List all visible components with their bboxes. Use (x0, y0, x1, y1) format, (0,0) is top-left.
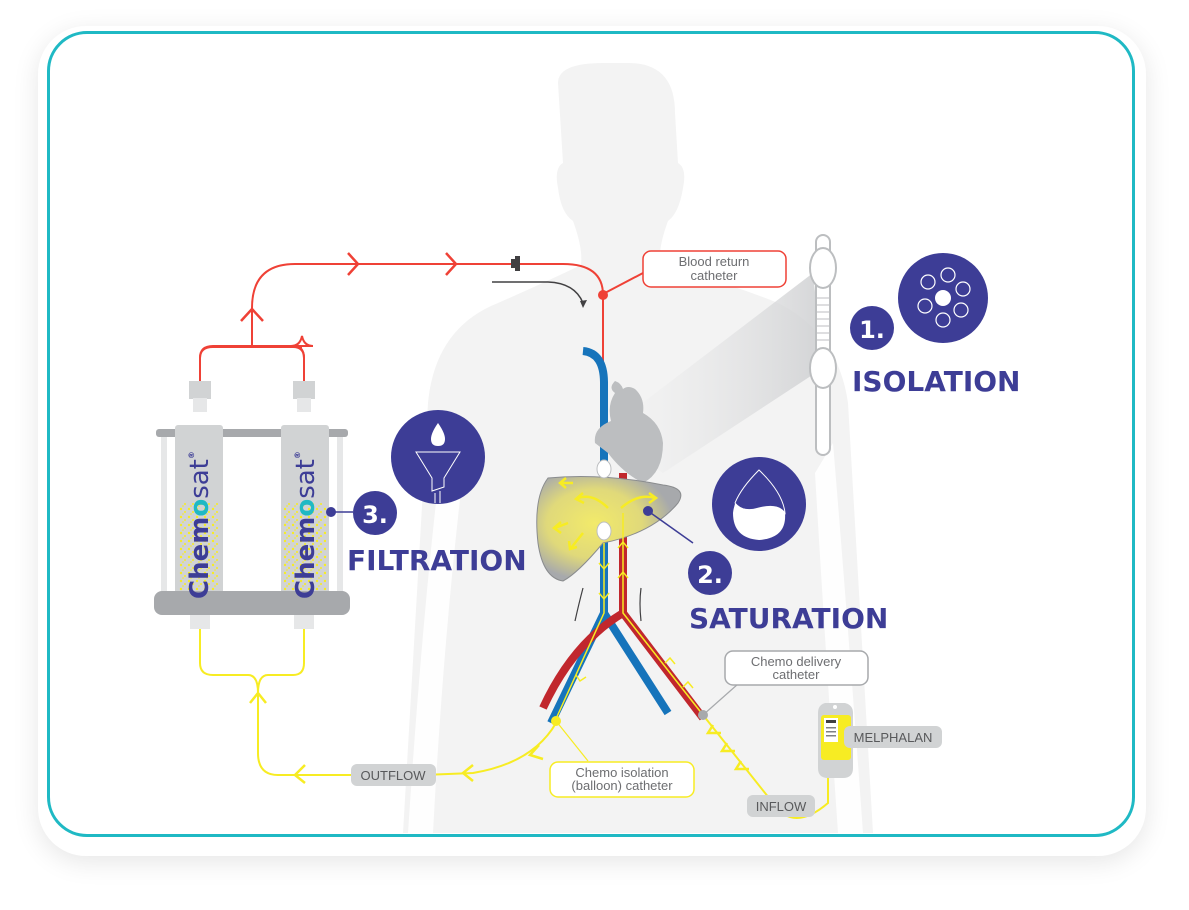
clamp-icon (511, 259, 518, 268)
heart-icon (594, 381, 663, 483)
flow-arrow-left (574, 587, 584, 622)
step-number: 3. (362, 501, 388, 529)
outflow-line (199, 628, 557, 784)
chemosat-logo-left: Chemosat® (185, 451, 215, 599)
step-number-badge (688, 551, 732, 595)
funnel-drop-icon (391, 410, 485, 504)
isolation-beam (603, 273, 823, 473)
blood-return-line (199, 252, 644, 563)
chemo-flow-lines (554, 513, 704, 722)
callout-text: (balloon) catheter (571, 778, 673, 793)
svg-text:Chemosat®: Chemosat® (185, 451, 215, 599)
callout-chemo-delivery: Chemo delivery catheter (724, 650, 869, 686)
tag-text: MELPHALAN (854, 730, 933, 745)
tag-outflow: OUTFLOW (351, 764, 436, 786)
tag-inflow: INFLOW (747, 795, 815, 817)
tag-melphalan: MELPHALAN (844, 726, 942, 748)
svg-text:Chemosat®: Chemosat® (291, 451, 321, 599)
balloon-catheter-illustration (809, 234, 837, 456)
flow-arrow (492, 281, 584, 304)
step-saturation: 2. SATURATION (643, 457, 888, 635)
balloon-upper (596, 459, 612, 479)
step-filtration: 3. FILTRATION (326, 410, 527, 577)
step-isolation: 1. ISOLATION (850, 253, 1020, 398)
diagram-canvas: Blood return catheter (154, 63, 1020, 833)
callout-text: catheter (773, 667, 821, 682)
liver-flow-arrows (551, 477, 659, 551)
diagram-frame: Blood return catheter (47, 31, 1135, 837)
step-number-badge (850, 306, 894, 350)
callout-text: catheter (691, 268, 739, 283)
step-title: ISOLATION (852, 365, 1020, 398)
flow-arrow-right (639, 587, 642, 622)
step-number: 2. (697, 561, 723, 589)
blood-return-junction (598, 290, 608, 300)
balloon-lower (596, 521, 612, 541)
tag-text: INFLOW (756, 799, 807, 814)
callout-blood-return: Blood return catheter (642, 250, 787, 288)
callout-text: Chemo isolation (575, 765, 668, 780)
tag-text: OUTFLOW (361, 768, 427, 783)
callout-chemo-isolation: Chemo isolation (balloon) catheter (549, 761, 695, 798)
callout-text: Blood return (679, 254, 750, 269)
step-number-badge (353, 491, 397, 535)
callout-text: Chemo delivery (751, 654, 842, 669)
chemosat-logo-right: Chemosat® (291, 451, 321, 599)
chemosat-filter-unit (154, 381, 350, 629)
step-title: SATURATION (689, 602, 888, 635)
step-number: 1. (859, 316, 885, 344)
vena-cava (547, 347, 672, 725)
step-title: FILTRATION (347, 544, 527, 577)
melphalan-bag-icon (818, 703, 853, 778)
